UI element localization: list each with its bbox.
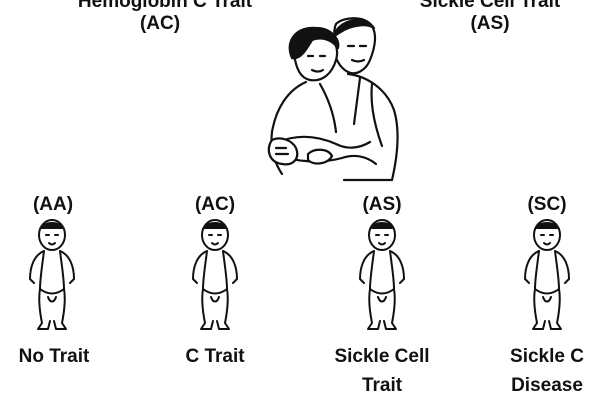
child-genotype-ac: (AC) xyxy=(180,195,250,215)
parent-right-label: Sickle Cell Trait xyxy=(390,0,590,12)
baby-icon xyxy=(519,217,575,337)
baby-icon xyxy=(24,217,80,337)
child-genotype-sc: (SC) xyxy=(512,195,582,215)
baby-icon xyxy=(187,217,243,337)
embracing-couple-icon xyxy=(248,14,418,184)
child-label-sickle-c: Sickle C xyxy=(497,347,597,367)
child-label-c-trait: C Trait xyxy=(165,347,265,367)
parent-left-label: Hemoglobin C Trait xyxy=(55,0,275,12)
child-genotype-aa: (AA) xyxy=(18,195,88,215)
baby-icon xyxy=(354,217,410,337)
parent-left-genotype: (AC) xyxy=(100,14,220,34)
child-label-no-trait: No Trait xyxy=(4,347,104,367)
child-label-sickle-c-line2: Disease xyxy=(497,376,597,396)
parent-right-genotype: (AS) xyxy=(430,14,550,34)
child-label-sickle-cell: Sickle Cell xyxy=(322,347,442,367)
child-label-sickle-cell-line2: Trait xyxy=(322,376,442,396)
child-genotype-as: (AS) xyxy=(347,195,417,215)
